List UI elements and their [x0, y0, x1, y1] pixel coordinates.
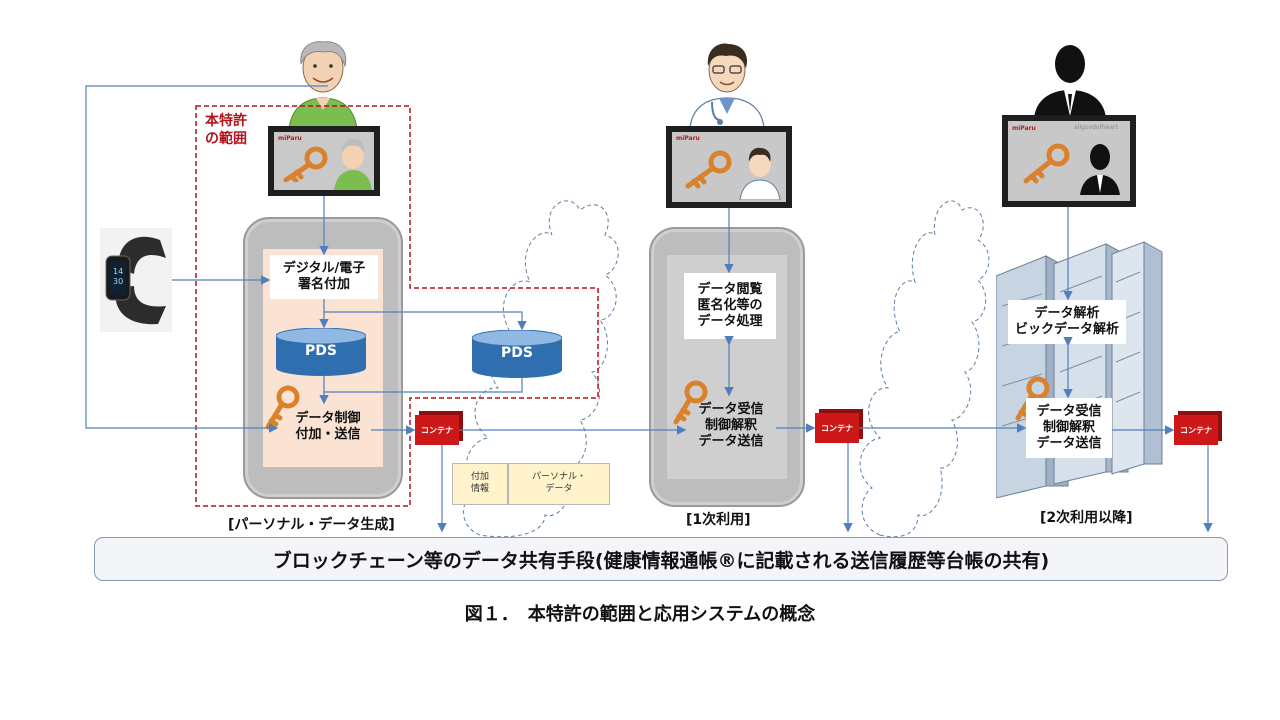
card-logo: miParu — [676, 135, 700, 142]
blockchain-ledger-bar: ブロックチェーン等のデータ共有手段(健康情報通帳®に記載される送信履歴等台帳の共… — [94, 537, 1228, 581]
stage-first-use-label: [1次利用] — [686, 512, 751, 528]
businessman-icon — [1080, 144, 1120, 195]
receive-interpret-step: データ受信 制御解釈 データ送信 — [698, 401, 764, 450]
database-icon — [275, 327, 367, 376]
container-box: コンテナ — [415, 415, 459, 445]
container-meta-info: 付加 情報 — [452, 463, 508, 505]
pds-label: PDS — [501, 345, 533, 361]
smartwatch-icon: 14 30 — [100, 228, 172, 332]
analyst-id-card-screen: miParu allgoodofheart — [1002, 115, 1136, 207]
card-logo: miParu — [278, 135, 302, 142]
stage-personal-label: [パーソナル・データ生成] — [228, 517, 395, 533]
control-send-step: データ制御 付加・送信 — [295, 410, 361, 442]
svg-text:30: 30 — [113, 277, 123, 286]
watermark: allgoodofheart — [1074, 124, 1118, 131]
svg-text:14: 14 — [113, 267, 123, 276]
patent-scope-outline — [195, 105, 599, 507]
analysis-step: データ解析 ビックデータ解析 — [1008, 300, 1126, 344]
doctor-icon — [739, 147, 781, 200]
elderly-user-icon — [334, 138, 372, 190]
signature-step: デジタル/電子 署名付加 — [270, 255, 378, 299]
user-id-card-screen: miParu — [268, 126, 380, 196]
key-icon — [673, 380, 708, 425]
key-icon — [283, 146, 328, 182]
browse-process-step: データ閲覧 匿名化等の データ処理 — [684, 273, 776, 339]
patent-scope-label: 本特許 の範囲 — [205, 113, 247, 148]
doctor-icon — [689, 43, 765, 128]
pds-label: PDS — [305, 343, 337, 359]
stage-secondary-use-label: [2次利用以降] — [1040, 510, 1133, 526]
container-box: コンテナ — [1174, 415, 1218, 445]
doctor-id-card-screen: miParu — [666, 126, 792, 208]
key-icon — [685, 150, 732, 189]
key-icon — [1023, 143, 1070, 184]
receive-interpret-step-2: データ受信 制御解釈 データ送信 — [1026, 398, 1112, 458]
database-icon — [471, 329, 563, 378]
flow-line — [324, 378, 523, 393]
flow-line — [324, 311, 527, 331]
flow-line — [85, 85, 328, 433]
container-box: コンテナ — [815, 413, 859, 443]
cloud-icon — [859, 200, 990, 538]
card-logo: miParu — [1012, 125, 1036, 132]
businessman-icon — [1034, 45, 1106, 118]
figure-caption: 図１． 本特許の範囲と応用システムの概念 — [464, 604, 816, 625]
pds-database-left: PDS — [275, 327, 367, 376]
container-personal-data: パーソナル・ データ — [508, 463, 610, 505]
pds-database-cloud: PDS — [471, 329, 563, 378]
